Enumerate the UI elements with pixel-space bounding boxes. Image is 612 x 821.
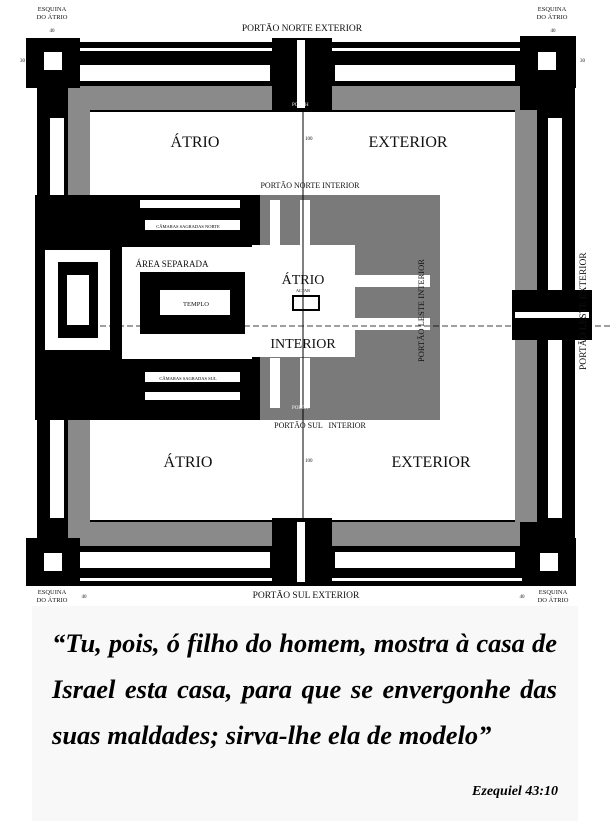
- east-inner-gate-label: PORTÃO LESTE INTERIOR: [416, 259, 426, 362]
- dimension-label: 30: [580, 59, 586, 64]
- corner-label: DO ÁTRIO: [37, 13, 68, 21]
- temple-floor-plan: ESQUINA DO ÁTRIO ESQUINA DO ÁTRIO ESQUIN…: [20, 6, 612, 604]
- corner-label: ESQUINA: [38, 589, 67, 596]
- corner-label: ESQUINA: [538, 6, 567, 13]
- porch-label: PORCH: [292, 406, 309, 411]
- altar-label: ALTAR: [296, 288, 310, 293]
- altar: [292, 295, 320, 311]
- dimension-label: 30: [20, 59, 26, 64]
- temple-label: TEMPLO: [183, 301, 209, 308]
- north-chambers-label: CÂMARAS SAGRADAS NORTE: [156, 224, 220, 229]
- scripture-quote: “Tu, pois, ó filho do homem, mostra à ca…: [52, 628, 557, 750]
- separate-area-label: ÁREA SEPARADA: [136, 259, 209, 269]
- south-chambers-label: CÂMARAS SAGRADAS SUL: [159, 376, 217, 381]
- dimension-label: 40: [520, 595, 526, 600]
- dimension-label: 100: [305, 459, 313, 464]
- inner-complex: [35, 195, 440, 420]
- corner-towers: [26, 36, 576, 586]
- outer-court-label: ÁTRIO: [164, 452, 213, 471]
- outer-court-label: ÁTRIO: [171, 132, 220, 151]
- corner-label: DO ÁTRIO: [37, 596, 68, 604]
- north-outer-gate-label: PORTÃO NORTE EXTERIOR: [242, 22, 363, 34]
- inner-court-label: ÁTRIO: [282, 271, 325, 288]
- north-inner-gate-label: PORTÃO NORTE INTERIOR: [260, 180, 360, 190]
- corner-label: DO ÁTRIO: [538, 596, 569, 604]
- south-outer-gate-label: PORTÃO SUL EXTERIOR: [253, 589, 360, 601]
- outer-court-label: EXTERIOR: [391, 454, 470, 471]
- dimension-label: 40: [50, 29, 56, 34]
- inner-court-label: INTERIOR: [270, 337, 336, 352]
- corner-label: ESQUINA: [38, 6, 67, 13]
- east-outer-gate-label: PORTÃO LESTE EXTERIOR: [577, 252, 589, 370]
- porch-label: PORCH: [292, 103, 309, 108]
- dimension-label: 40: [82, 595, 88, 600]
- south-inner-gate-label: PORTÃO SUL INTERIOR: [274, 420, 366, 430]
- dimension-label: 100: [305, 137, 313, 142]
- corner-label: DO ÁTRIO: [537, 13, 568, 21]
- dimension-label: 40: [551, 29, 557, 34]
- outer-court-label: EXTERIOR: [368, 134, 447, 151]
- scripture-reference: Ezequiel 43:10: [472, 784, 558, 799]
- scripture-quote-box: “Tu, pois, ó filho do homem, mostra à ca…: [32, 606, 578, 821]
- outer-gates: [272, 38, 592, 586]
- corner-label: ESQUINA: [539, 589, 568, 596]
